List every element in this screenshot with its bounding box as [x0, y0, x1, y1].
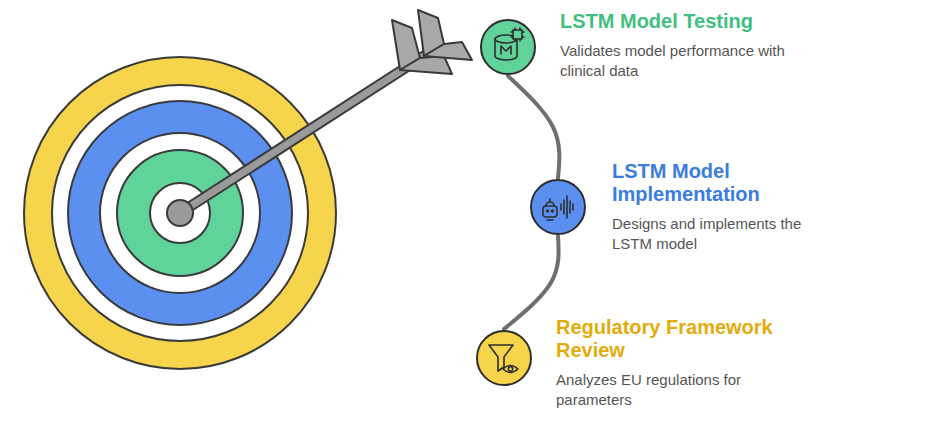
- step-icon-circle: [475, 329, 533, 387]
- step-icon-circle: [479, 18, 537, 76]
- step-node: LSTM Model ImplementationDesigns and imp…: [529, 160, 827, 255]
- step-node: Regulatory Framework ReviewAnalyzes EU r…: [475, 316, 801, 411]
- step-description: Analyzes EU regulations for parameters: [556, 370, 771, 411]
- connector-arc: [504, 236, 559, 329]
- step-description: Designs and implements the LSTM model: [612, 214, 827, 255]
- step-heading: LSTM Model Implementation: [612, 160, 787, 206]
- step-icon-circle: [529, 178, 587, 236]
- connector-arc: [508, 76, 559, 178]
- step-description: Validates model performance with clinica…: [560, 41, 785, 82]
- step-node: LSTM Model TestingValidates model perfor…: [479, 10, 785, 82]
- step-heading: Regulatory Framework Review: [556, 316, 801, 362]
- step-heading: LSTM Model Testing: [560, 10, 785, 33]
